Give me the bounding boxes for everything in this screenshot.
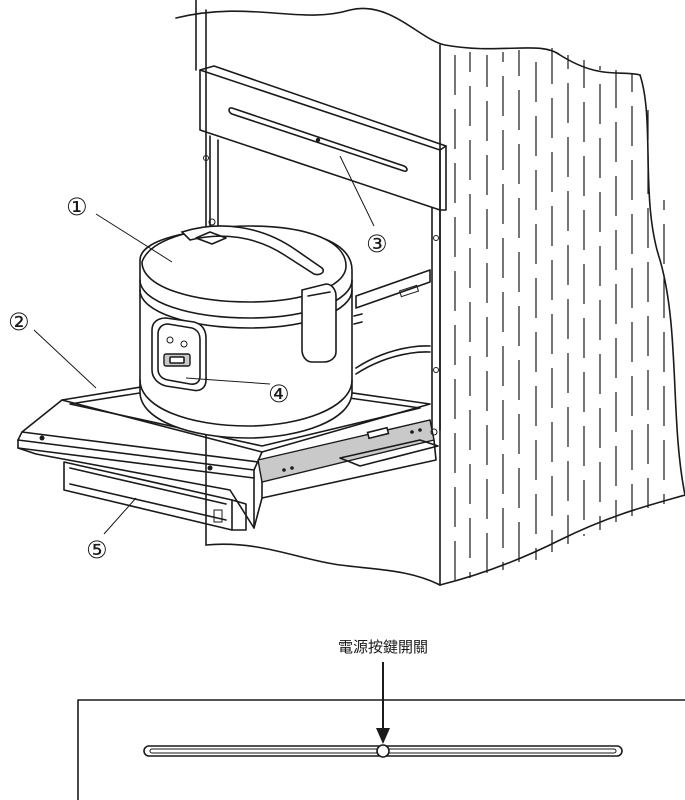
detail-panel-frame bbox=[77, 699, 685, 800]
callout-5-label: ⑤ bbox=[86, 536, 108, 564]
top-control-panel bbox=[199, 65, 447, 211]
callout-3: ③ bbox=[339, 155, 388, 258]
callout-4: ④ bbox=[185, 377, 290, 408]
callout-1: ① bbox=[66, 193, 173, 263]
detail-view: 電源按鍵開關 bbox=[77, 638, 685, 800]
bottom-rail bbox=[63, 461, 247, 531]
caption-arrow-head bbox=[376, 728, 390, 744]
callout-2-label: ② bbox=[8, 308, 30, 336]
side-panel-grain bbox=[454, 48, 665, 580]
cabinet-wall bbox=[175, 0, 685, 586]
rice-cooker bbox=[139, 225, 363, 439]
power-button-icon bbox=[376, 744, 390, 758]
power-button-dot bbox=[315, 137, 321, 143]
callout-5: ⑤ bbox=[86, 497, 137, 564]
callout-2: ② bbox=[8, 308, 97, 389]
callout-4-label: ④ bbox=[268, 380, 290, 408]
callout-1-label: ① bbox=[66, 193, 88, 221]
callout-3-label: ③ bbox=[366, 230, 388, 258]
power-button-caption: 電源按鍵開關 bbox=[338, 638, 428, 656]
